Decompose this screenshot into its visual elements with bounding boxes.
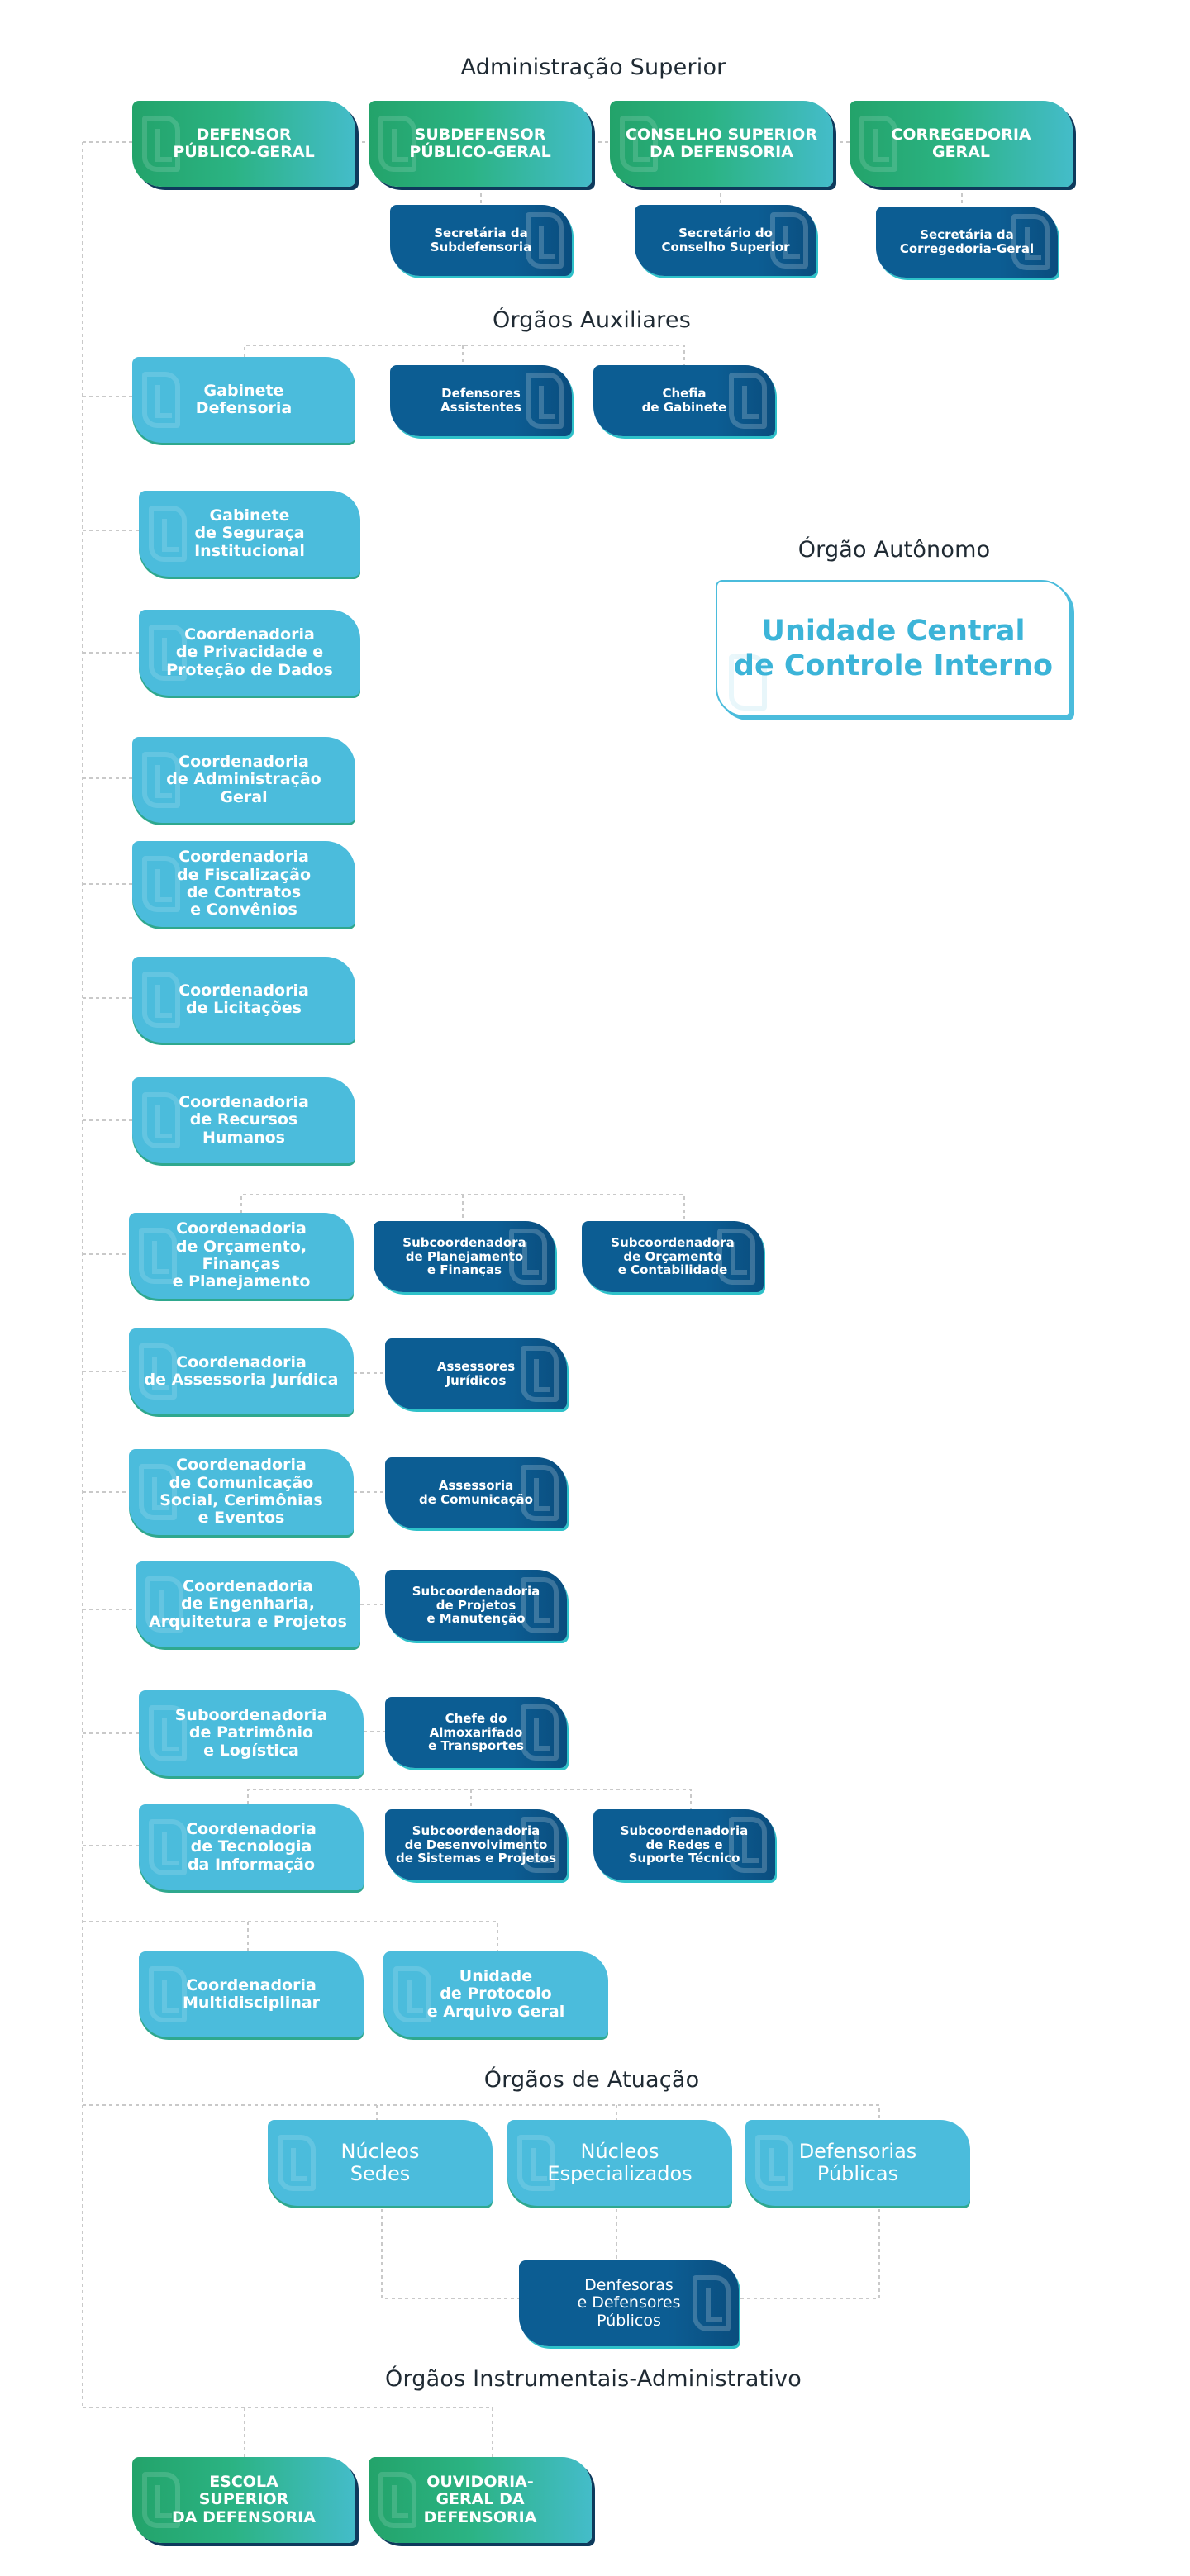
- gabinete-defensoria-box[interactable]: Gabinete Defensoria: [132, 357, 355, 443]
- coord-multidisciplinar-box[interactable]: Coordenadoria Multidisciplinar: [139, 1951, 364, 2037]
- defensoria-logo-icon: [521, 1465, 559, 1521]
- coord-fiscalizacao-box[interactable]: Coordenadoria de Fiscalização de Contrat…: [132, 841, 355, 927]
- defensoria-logo-icon: [149, 625, 187, 681]
- escola-superior-box[interactable]: ESCOLA SUPERIOR DA DEFENSORIA: [132, 2457, 355, 2543]
- coord-engenharia-box[interactable]: Coordenadoria de Engenharia, Arquitetura…: [136, 1561, 360, 1647]
- defensoria-logo-icon: [278, 2135, 316, 2191]
- defensorias-publicas-box[interactable]: Defensorias Públicas: [745, 2120, 970, 2206]
- defensoria-logo-icon: [149, 506, 187, 562]
- defensoria-logo-icon: [142, 972, 180, 1028]
- connector-atuacao: [83, 2104, 880, 2120]
- defensoria-logo-icon: [509, 1229, 547, 1285]
- coord-rh-box[interactable]: Coordenadoria de Recursos Humanos: [132, 1077, 355, 1163]
- sub-desenvolvimento-box[interactable]: Subcoordenadoria de Desenvolvimento de S…: [385, 1809, 567, 1880]
- gabinete-seguranca-box[interactable]: Gabinete de Seguraça Institucional: [139, 491, 360, 577]
- defensor-publico-geral-box[interactable]: DEFENSOR PÚBLICO-GERAL: [132, 101, 355, 187]
- defensoria-logo-icon: [142, 372, 180, 428]
- sub-planejamento-box[interactable]: Subcoordenadora de Planejamento e Finanç…: [374, 1221, 555, 1292]
- sub-orcamento-box[interactable]: Subcoordenadora de Orçamento e Contabili…: [582, 1221, 764, 1292]
- defensoria-logo-icon: [693, 2275, 731, 2331]
- unidade-controle-interno-box[interactable]: Unidade Central de Controle Interno: [716, 580, 1071, 717]
- defensoria-logo-icon: [139, 1343, 177, 1400]
- heading-orgaos-instrumentais: Órgãos Instrumentais-Administrativo: [385, 2366, 802, 2392]
- unidade-protocolo-box[interactable]: Unidade de Protocolo e Arquivo Geral: [383, 1951, 608, 2037]
- defensoria-logo-icon: [521, 1577, 559, 1633]
- defensoria-logo-icon: [729, 1817, 767, 1873]
- defensores-assistentes-box[interactable]: Defensores Assistentes: [390, 365, 572, 436]
- defensoria-logo-icon: [521, 1817, 559, 1873]
- secretaria-subdefensoria-box[interactable]: Secretária da Subdefensoria: [390, 205, 572, 276]
- assessores-juridicos-box[interactable]: Assessores Jurídicos: [385, 1338, 567, 1409]
- defensoria-logo-icon: [393, 1966, 431, 2022]
- assessoria-comunicacao-box[interactable]: Assessoria de Comunicação: [385, 1457, 567, 1528]
- sub-redes-box[interactable]: Subcoordenadoria de Redes e Suporte Técn…: [593, 1809, 775, 1880]
- defensoria-logo-icon: [620, 116, 658, 172]
- defensoria-logo-icon: [145, 1576, 183, 1633]
- secretaria-conselho-box[interactable]: Secretário do Conselho Superior: [635, 205, 816, 276]
- coord-assessoria-juridica-box[interactable]: Coordenadoria de Assessoria Jurídica: [129, 1328, 354, 1414]
- defensoria-logo-icon: [139, 1464, 177, 1520]
- chefia-gabinete-box[interactable]: Chefia de Gabinete: [593, 365, 775, 436]
- coord-licitacoes-box[interactable]: Coordenadoria de Licitações: [132, 957, 355, 1043]
- defensoria-logo-icon: [717, 1229, 755, 1285]
- defensoria-logo-icon: [142, 2472, 180, 2528]
- ouvidoria-geral-box[interactable]: OUVIDORIA- GERAL DA DEFENSORIA: [369, 2457, 592, 2543]
- connector-instrumentais: [83, 2407, 493, 2457]
- defensoria-logo-icon: [142, 1092, 180, 1148]
- defensoria-logo-icon: [149, 1705, 187, 1761]
- defensoria-logo-icon: [142, 116, 180, 172]
- conselho-superior-box[interactable]: CONSELHO SUPERIOR DA DEFENSORIA: [610, 101, 833, 187]
- defensores-publicos-box[interactable]: Denfesoras e Defensores Públicos: [519, 2260, 739, 2346]
- sub-projetos-box[interactable]: Subcoordenadoria de Projetos e Manutençã…: [385, 1570, 567, 1641]
- defensoria-logo-icon: [770, 212, 808, 269]
- heading-orgao-autonomo: Órgão Autônomo: [797, 537, 991, 563]
- defensoria-logo-icon: [149, 1819, 187, 1875]
- coord-privacidade-box[interactable]: Coordenadoria de Privacidade e Proteção …: [139, 610, 360, 696]
- defensoria-logo-icon: [521, 1346, 559, 1402]
- subdefensor-publico-geral-box[interactable]: SUBDEFENSOR PÚBLICO-GERAL: [369, 101, 592, 187]
- defensoria-logo-icon: [521, 1704, 559, 1761]
- sub-patrimonio-box[interactable]: Suboordenadoria de Patrimônio e Logístic…: [139, 1690, 364, 1776]
- defensoria-logo-icon: [729, 654, 767, 711]
- chefe-almoxarifado-box[interactable]: Chefe do Almoxarifado e Transportes: [385, 1697, 567, 1768]
- nucleos-especializados-box[interactable]: Núcleos Especializados: [507, 2120, 732, 2206]
- defensoria-logo-icon: [755, 2135, 793, 2191]
- defensoria-logo-icon: [142, 752, 180, 808]
- defensoria-logo-icon: [517, 2135, 555, 2191]
- heading-administracao-superior: Administração Superior: [460, 55, 726, 80]
- defensoria-logo-icon: [526, 373, 564, 429]
- heading-orgaos-auxiliares: Órgãos Auxiliares: [493, 307, 691, 333]
- defensoria-logo-icon: [859, 116, 897, 172]
- coord-comunicacao-box[interactable]: Coordenadoria de Comunicação Social, Cer…: [129, 1449, 354, 1535]
- coord-orcamento-box[interactable]: Coordenadoria de Orçamento, Finanças e P…: [129, 1213, 354, 1299]
- nucleos-sedes-box[interactable]: Núcleos Sedes: [268, 2120, 493, 2206]
- corregedoria-geral-box[interactable]: CORREGEDORIA GERAL: [850, 101, 1073, 187]
- connector-secretarias: [480, 187, 963, 207]
- secretaria-corregedoria-box[interactable]: Secretária da Corregedoria-Geral: [876, 207, 1058, 278]
- coord-administracao-box[interactable]: Coordenadoria de Administração Geral: [132, 737, 355, 823]
- defensoria-logo-icon: [526, 212, 564, 269]
- defensoria-logo-icon: [1011, 214, 1050, 270]
- defensoria-logo-icon: [729, 373, 767, 429]
- defensoria-logo-icon: [378, 2472, 416, 2528]
- defensoria-logo-icon: [142, 856, 180, 912]
- defensoria-logo-icon: [139, 1228, 177, 1284]
- defensoria-logo-icon: [149, 1966, 187, 2022]
- coord-ti-box[interactable]: Coordenadoria de Tecnologia da Informaçã…: [139, 1804, 364, 1890]
- connector-multidisciplinar: [83, 1921, 498, 1951]
- defensoria-logo-icon: [378, 116, 416, 172]
- heading-orgaos-atuacao: Órgãos de Atuação: [483, 2067, 700, 2093]
